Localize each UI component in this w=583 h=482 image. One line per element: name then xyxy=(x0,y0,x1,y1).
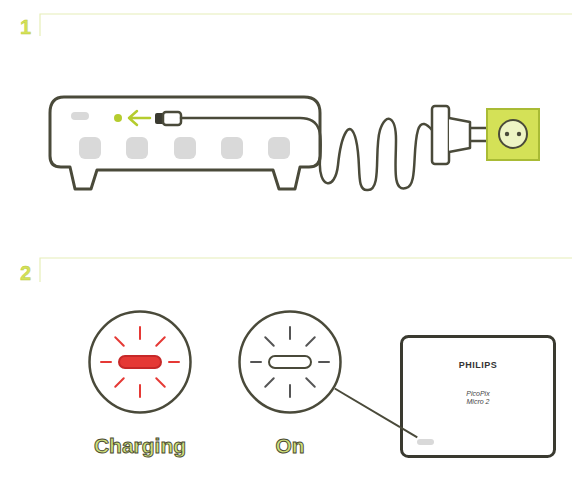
light-ray xyxy=(156,337,164,345)
step-number: 2 xyxy=(20,262,31,285)
circle-outline xyxy=(240,312,341,413)
state-label: Charging xyxy=(94,434,186,458)
status-indicator: Charging xyxy=(88,310,192,414)
status-indicator: On xyxy=(238,310,342,414)
status-led xyxy=(71,112,89,120)
light-ray xyxy=(306,378,314,386)
light-ray xyxy=(289,385,291,397)
circle-outline xyxy=(90,312,191,413)
state-label: On xyxy=(275,434,304,458)
light-ray xyxy=(115,337,123,345)
light-ray xyxy=(265,378,273,386)
port-dot xyxy=(114,114,122,122)
indicator-circle xyxy=(88,310,192,414)
projector-front: PHILIPS PicoPix Micro 2 xyxy=(400,335,556,458)
step-number: 1 xyxy=(20,16,31,39)
light-ray xyxy=(251,361,261,363)
insert-arrow xyxy=(129,111,150,125)
light-ray xyxy=(115,378,123,386)
light-ray xyxy=(139,327,141,339)
adapter-neck xyxy=(449,118,470,152)
power-adapter xyxy=(432,106,449,164)
projector-side xyxy=(50,97,320,189)
light-ray xyxy=(306,337,314,345)
panel-frame xyxy=(40,258,572,282)
led-pill xyxy=(269,356,311,368)
wall-socket xyxy=(487,109,539,160)
light-ray xyxy=(265,337,273,345)
indicator-circle xyxy=(238,310,342,414)
socket-hole xyxy=(517,132,521,136)
adapter-prongs xyxy=(470,128,488,141)
housing-outline xyxy=(402,337,555,457)
socket-hole xyxy=(505,132,509,136)
brand-area: PHILIPS PicoPix Micro 2 xyxy=(400,335,556,406)
light-ray xyxy=(289,327,291,339)
status-led xyxy=(417,439,434,445)
brand-name: PHILIPS xyxy=(400,360,556,370)
plug xyxy=(163,112,181,125)
socket-face xyxy=(499,120,527,148)
light-ray xyxy=(156,378,164,386)
model-name: PicoPix Micro 2 xyxy=(461,390,495,406)
light-ray xyxy=(319,361,329,363)
led-pill xyxy=(119,356,161,368)
light-ray xyxy=(169,361,179,363)
light-ray xyxy=(101,361,111,363)
leader-line xyxy=(335,389,400,428)
panel-frame xyxy=(40,14,572,36)
power-cable xyxy=(181,118,432,190)
vent-row xyxy=(79,137,290,159)
light-ray xyxy=(139,385,141,397)
